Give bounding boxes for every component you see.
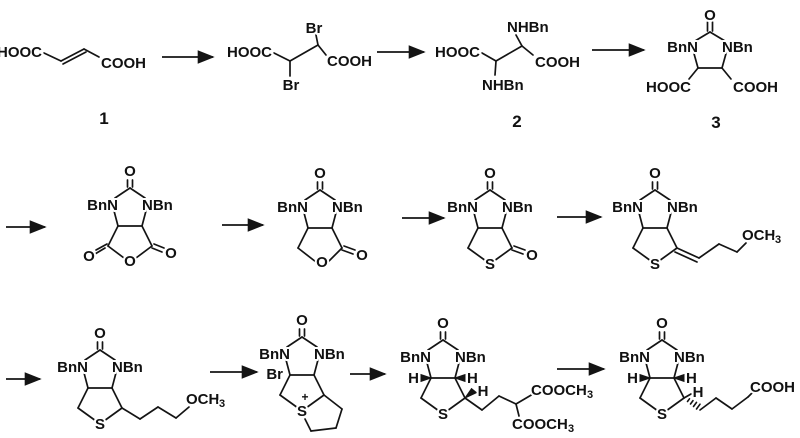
atom-label-nbn: NBn [667,199,698,216]
atom-label-bnn: BnN [259,346,290,363]
bonds [273,34,327,77]
structure-enol-ether: O BnN NBn S OCH 3 [610,163,782,275]
atom-label-cooh: COOH [733,79,778,96]
bonds [420,331,534,417]
atom-label-nbn: NBn [314,346,345,363]
atom-label-och-subscript: 3 [775,234,781,246]
atom-label-bnn: BnN [400,349,431,366]
atom-label-bnn: BnN [619,349,650,366]
atom-label-h-left: H [627,370,638,387]
atom-label-ester-top: COOCH [531,382,587,399]
atom-label-o: O [704,7,716,24]
atom-label-nbn: NBn [332,199,363,216]
atom-label-ester-bottom: COOCH [512,416,568,433]
atom-label-o-left: O [83,248,95,265]
atom-label-hooc: HOOC [646,79,691,96]
atom-label-nhbn-bottom: NHBn [482,77,524,94]
atom-label-cooh: COOH [101,55,146,72]
structure-fumaric-acid: HOOC COOH 1 [0,42,148,130]
atom-label-bnn: BnN [277,199,308,216]
atom-label-bnn: BnN [612,199,643,216]
atom-label-o-top: O [296,312,308,329]
bonds [297,181,356,263]
bonds [639,331,754,412]
atom-label-nbn: NBn [502,199,533,216]
atom-label-br-bottom: Br [283,77,300,94]
atom-label-o-right: O [356,247,368,264]
compound-number-2: 2 [512,112,521,131]
compound-number-3: 3 [711,113,720,132]
atom-label-o-top: O [649,165,661,182]
bonds [279,328,343,432]
atom-label-nbn: NBn [722,39,753,56]
atom-label-h-c4: H [693,384,704,401]
atom-label-s: S [95,416,105,433]
atom-label-bnn: BnN [87,197,118,214]
bonds [632,181,747,263]
atom-label-nbn: NBn [112,359,143,376]
atom-label-h-right: H [467,370,478,387]
atom-label-cooh: COOH [327,53,372,70]
atom-label-h-c4: H [478,383,489,400]
atom-label-o-top: O [94,325,106,342]
atom-label-hooc: HOOC [435,44,480,61]
bonds [688,21,732,80]
atom-label-h-left: H [408,370,419,387]
structure-biotin-acid: O BnN NBn H H H S COOH [617,313,797,425]
atom-label-h-right: H [686,370,697,387]
atom-label-o-top: O [484,165,496,182]
atom-label-o-right: O [526,247,538,264]
atom-label-hooc: HOOC [227,44,272,61]
atom-label-o-top: O [314,165,326,182]
bonds [94,179,165,259]
atom-label-o-top: O [437,315,449,332]
atom-label-nbn: NBn [455,349,486,366]
structure-lactone: O BnN NBn O O [275,163,370,273]
structure-thiolactone: O BnN NBn S O [445,163,540,275]
atom-label-nbn: NBn [142,197,173,214]
atom-label-o-ring: O [316,254,328,271]
atom-label-s: S [485,256,495,273]
atom-label-och-subscript: 3 [219,398,225,410]
structure-imidazolidinone-diacid: O BnN NBn HOOC COOH 3 [644,5,780,134]
atom-label-bnn: BnN [667,39,698,56]
bonds [467,181,526,262]
atom-label-br-top: Br [306,20,323,37]
structure-diamine: HOOC NHBn NHBn COOH 2 [433,17,582,133]
atom-label-ester-top-subscript: 3 [587,389,593,401]
structure-sulfonium-salt: O BnN NBn Br + S [257,310,347,432]
structure-dibromide: HOOC Br Br COOH [225,18,374,96]
atom-label-s: S [297,403,307,420]
atom-label-nbn: NBn [674,349,705,366]
atom-label-s: S [657,406,667,423]
atom-label-o-ring: O [124,253,136,270]
atom-label-ester-bottom-subscript: 3 [568,423,574,435]
structure-anhydride: O BnN NBn O O O [81,161,179,272]
atom-label-bnn: BnN [57,359,88,376]
atom-label-s: S [650,256,660,273]
atom-label-och: OCH [742,227,775,244]
atom-label-br-counterion: Br [266,366,283,383]
atom-label-och: OCH [186,391,219,408]
bonds [481,34,534,76]
compound-number-1: 1 [99,109,108,128]
structure-malonate-diester: O BnN NBn H H H S COOCH 3 COOCH 3 [398,313,594,437]
atom-label-cooh: COOH [535,54,580,71]
atom-label-cooh: COOH [750,379,795,396]
sulfonium-plus-charge: + [301,390,308,404]
bonds [77,341,190,422]
structure-methyl-ether: O BnN NBn S OCH 3 [55,323,226,435]
atom-label-s: S [438,406,448,423]
atom-label-hooc: HOOC [0,44,42,61]
atom-label-o-top: O [656,315,668,332]
atom-label-o-top: O [124,163,136,180]
atom-label-o-right: O [165,245,177,262]
bonds [43,48,100,65]
atom-label-nhbn-top: NHBn [507,19,549,36]
atom-label-bnn: BnN [447,199,478,216]
